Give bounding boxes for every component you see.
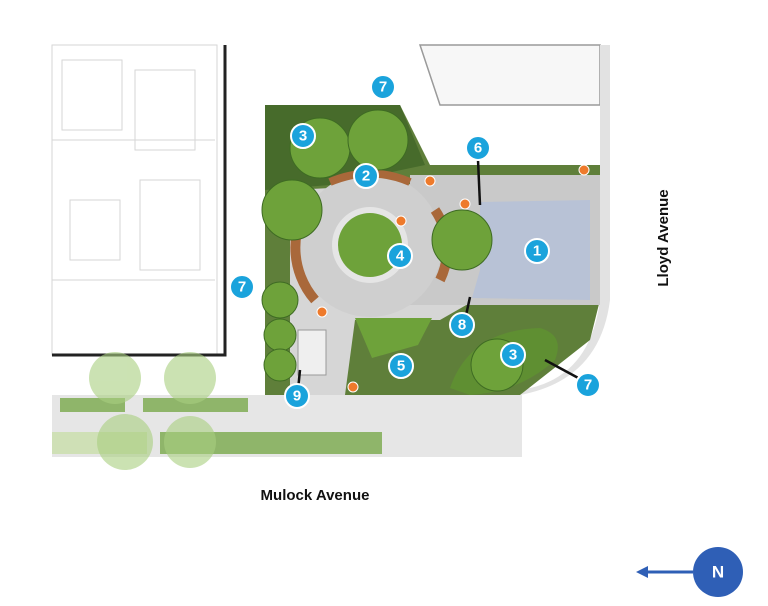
south-planter bbox=[355, 318, 432, 358]
grass-strip-south-2 bbox=[143, 398, 248, 412]
orange-dot-icon bbox=[316, 306, 328, 318]
north-building-outline bbox=[418, 44, 601, 106]
badge-planting-bed-se: 3 bbox=[500, 342, 526, 368]
numbered-badges: 1 2 3 3 4 5 6 7 bbox=[229, 74, 601, 409]
badge-number: 9 bbox=[293, 388, 301, 405]
badge-number: 7 bbox=[584, 377, 592, 394]
existing-building-outline bbox=[51, 44, 218, 356]
sidewalk-corner bbox=[520, 45, 610, 395]
orange-dot-icon bbox=[395, 215, 407, 227]
badge-number: 3 bbox=[509, 347, 517, 364]
north-arrow-icon: N bbox=[636, 547, 743, 597]
badge-playground-entry-marker: 8 bbox=[449, 312, 475, 338]
badge-curved-seating-north: 2 bbox=[353, 163, 379, 189]
north-arrow-label: N bbox=[712, 563, 724, 582]
badge-playground-area: 1 bbox=[524, 238, 550, 264]
tree bbox=[263, 318, 297, 352]
tree bbox=[261, 179, 323, 241]
badge-number: 7 bbox=[379, 79, 387, 96]
badge-number: 4 bbox=[396, 248, 405, 265]
badge-north-walkway: 7 bbox=[370, 74, 396, 100]
tree bbox=[431, 209, 493, 271]
tree bbox=[263, 348, 297, 382]
badge-kiosk-marker: 9 bbox=[284, 383, 310, 409]
tree bbox=[261, 281, 299, 319]
feature-markers bbox=[316, 164, 590, 393]
street-label-east: Lloyd Avenue bbox=[655, 189, 672, 286]
tree bbox=[347, 109, 409, 171]
badge-southeast-corner: 7 bbox=[575, 372, 601, 398]
badge-number: 1 bbox=[533, 243, 541, 260]
orange-dot-icon bbox=[578, 164, 590, 176]
badge-number: 6 bbox=[474, 140, 482, 157]
badge-south-planter: 5 bbox=[388, 353, 414, 379]
orange-dot-icon bbox=[424, 175, 436, 187]
orange-dot-icon bbox=[459, 198, 471, 210]
kiosk bbox=[297, 329, 327, 376]
badge-number: 8 bbox=[458, 317, 466, 334]
badge-number: 7 bbox=[238, 279, 246, 296]
badge-number: 5 bbox=[397, 358, 405, 375]
badge-number: 2 bbox=[362, 168, 370, 185]
center-tree bbox=[338, 213, 402, 277]
badge-planting-bed-nw: 3 bbox=[290, 123, 316, 149]
street-trees bbox=[89, 352, 216, 470]
badge-number: 3 bbox=[299, 128, 307, 145]
badge-playground-edge-marker: 6 bbox=[465, 135, 491, 161]
street-label-south: Mulock Avenue bbox=[261, 487, 370, 504]
badge-west-walkway: 7 bbox=[229, 274, 255, 300]
badge-central-tree-circle: 4 bbox=[387, 243, 413, 269]
orange-dot-icon bbox=[347, 381, 359, 393]
